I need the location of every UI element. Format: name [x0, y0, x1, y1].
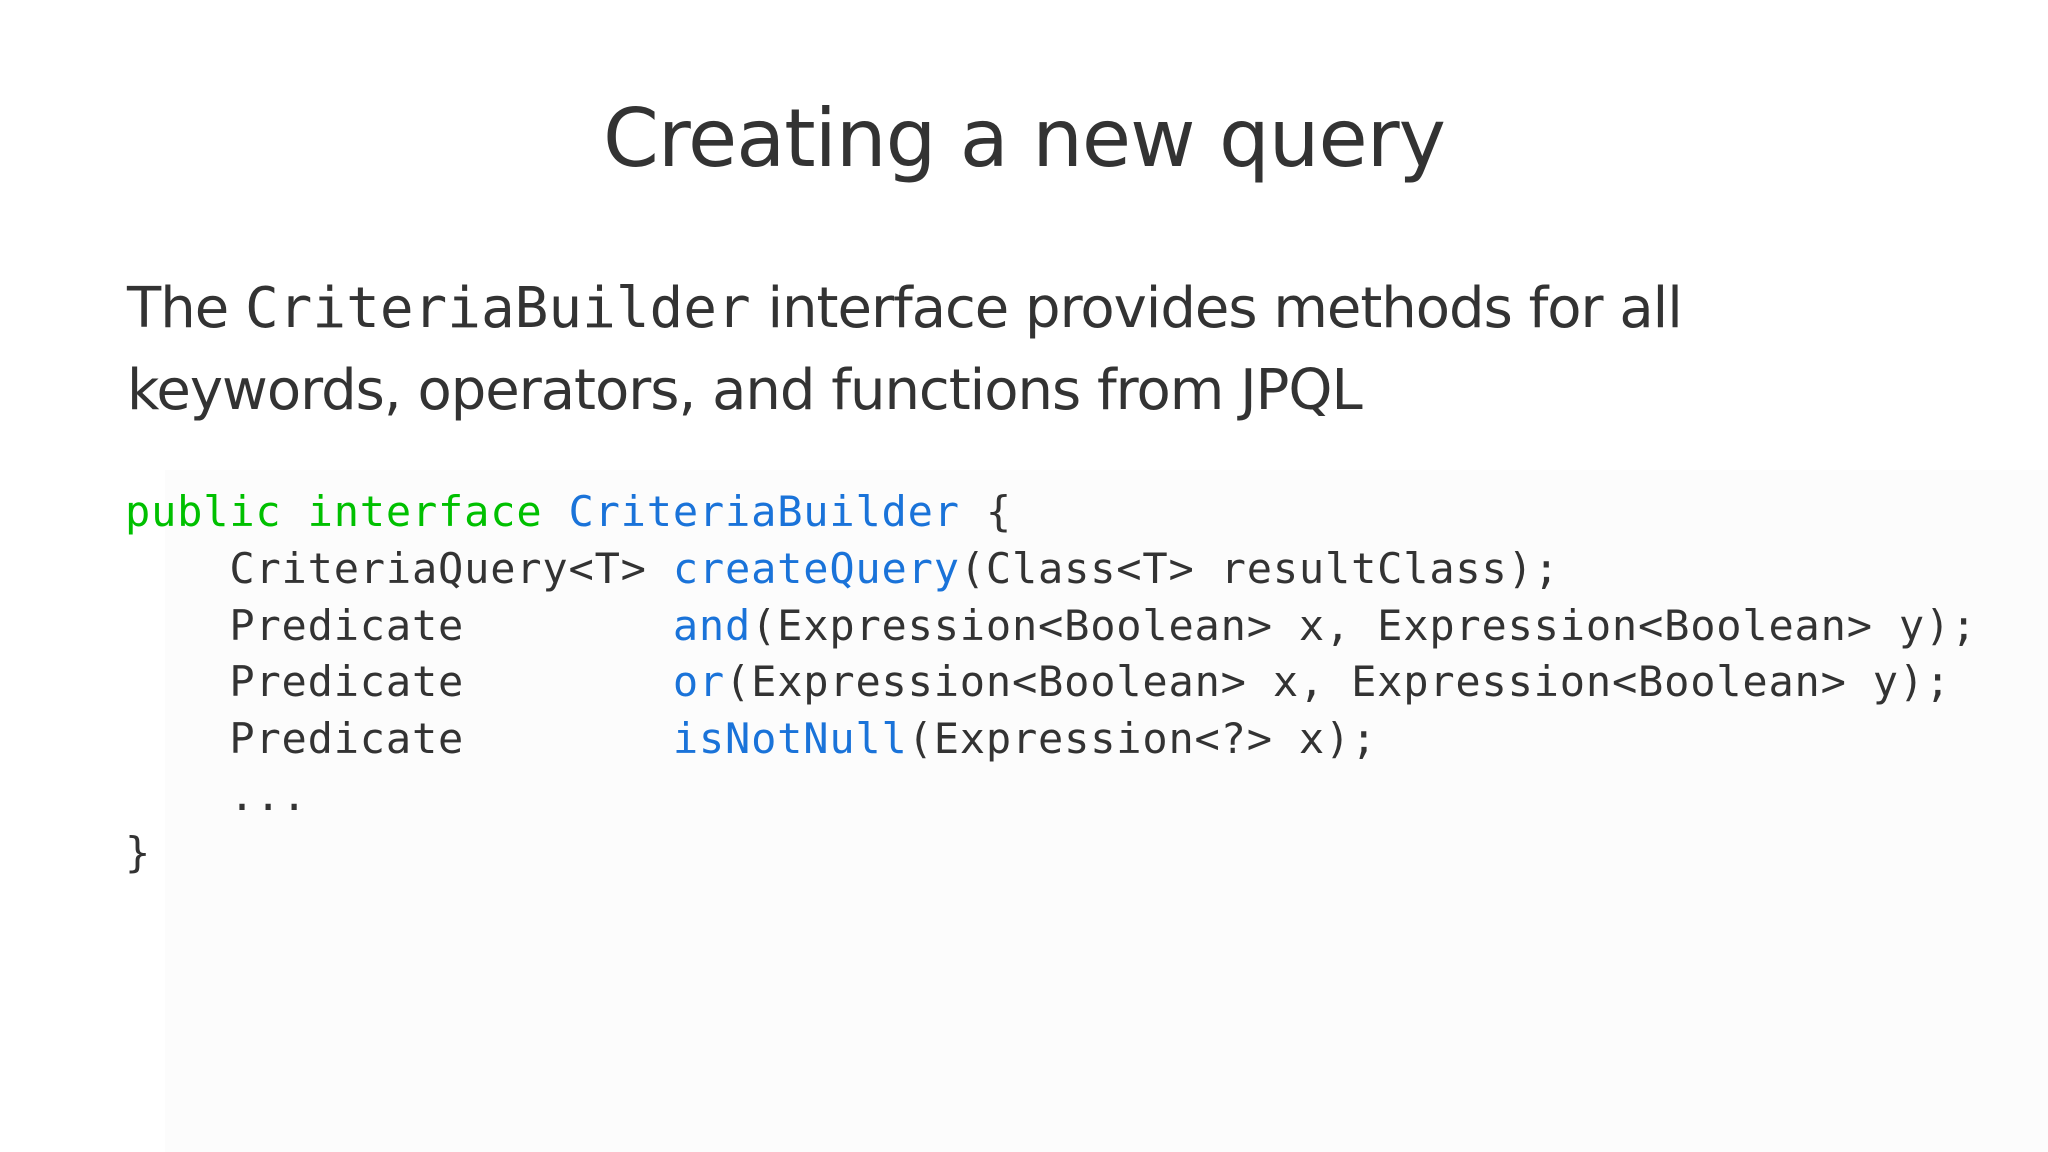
code-line-4: Predicate or(Expression<Boolean> x, Expr…: [125, 657, 1951, 706]
indent: [125, 771, 229, 820]
indent: [125, 544, 229, 593]
intro-paragraph: The CriteriaBuilder interface provides m…: [127, 268, 1927, 432]
indent: [125, 601, 229, 650]
method-or: or: [672, 657, 726, 707]
return-type: Predicate: [229, 714, 673, 764]
return-type: Predicate: [229, 657, 673, 707]
code-line-1: public interface CriteriaBuilder {: [125, 487, 1012, 536]
code-line-7: }: [125, 828, 151, 877]
indent: [125, 657, 229, 706]
return-type: CriteriaQuery<T>: [229, 543, 673, 593]
open-brace: {: [985, 487, 1012, 536]
method-createquery: createQuery: [672, 543, 960, 593]
keyword-interface: interface: [307, 487, 543, 536]
code-line-5: Predicate isNotNull(Expression<?> x);: [125, 714, 1377, 763]
ellipsis: ...: [229, 770, 308, 820]
intro-text-after: interface provides methods for all keywo…: [127, 276, 1683, 423]
indent: [125, 714, 229, 763]
method-params: (Expression<Boolean> x, Expression<Boole…: [725, 657, 1952, 707]
keyword-public: public: [125, 487, 282, 536]
method-isnotnull: isNotNull: [672, 714, 908, 764]
method-params: (Class<T> resultClass);: [959, 543, 1560, 593]
code-block: public interface CriteriaBuilder { Crite…: [125, 484, 1977, 882]
method-and: and: [672, 600, 752, 650]
interface-name: CriteriaBuilder: [568, 487, 960, 536]
slide-title: Creating a new query: [603, 92, 1446, 185]
code-line-6: ...: [125, 771, 308, 820]
close-brace: }: [125, 827, 152, 877]
code-background: [165, 470, 2048, 1152]
intro-text-before: The: [127, 276, 245, 341]
code-line-3: Predicate and(Expression<Boolean> x, Exp…: [125, 601, 1977, 650]
return-type: Predicate: [229, 600, 673, 650]
method-params: (Expression<Boolean> x, Expression<Boole…: [751, 600, 1978, 650]
code-line-2: CriteriaQuery<T> createQuery(Class<T> re…: [125, 544, 1560, 593]
method-params: (Expression<?> x);: [907, 714, 1378, 764]
intro-code-term: CriteriaBuilder: [244, 276, 751, 341]
